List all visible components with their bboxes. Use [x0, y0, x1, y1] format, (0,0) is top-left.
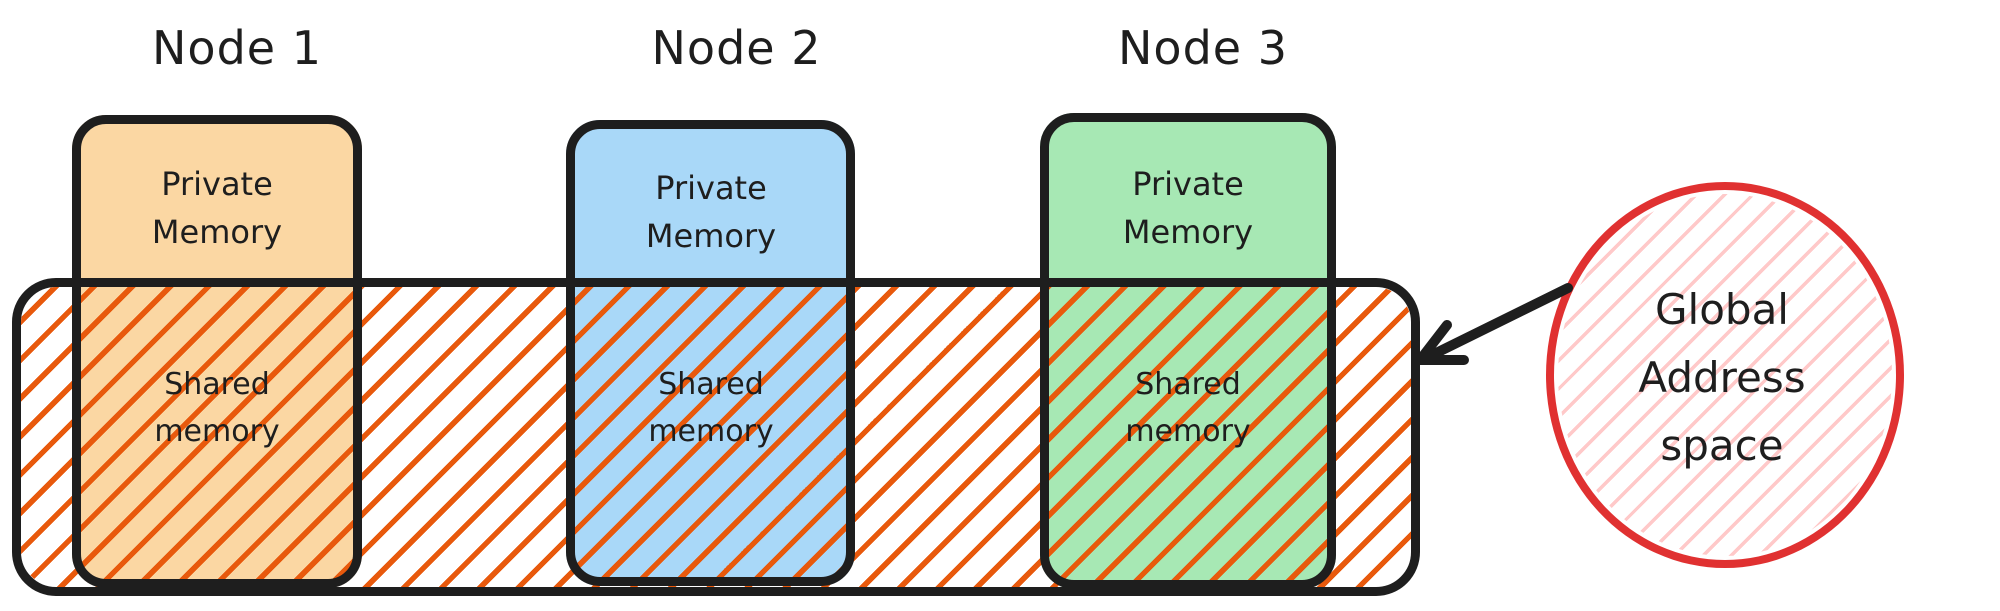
- node-2-title: Node 2: [651, 21, 822, 75]
- node-2-private-memory-label: Private Memory: [645, 169, 777, 255]
- node-1-shared-memory-label: Shared memory: [154, 367, 280, 449]
- global-address-band-hatch: [21, 287, 1411, 587]
- node-2-shared-memory-label: Shared memory: [648, 367, 774, 449]
- global-address-band: [12, 278, 1420, 596]
- node-1-title: Node 1: [152, 21, 322, 75]
- global-address-space-label: Global Address space: [1638, 285, 1806, 470]
- node-2-column-border: [566, 120, 855, 586]
- node-1-column-border: [72, 115, 362, 588]
- global-address-space-circle: [1546, 182, 1904, 568]
- node-3-column-border: [1040, 113, 1336, 589]
- pointer-arrow-icon: [1415, 283, 1573, 365]
- node-3-private-memory-label: Private Memory: [1122, 165, 1254, 251]
- node-3-shared-memory-label: Shared memory: [1125, 367, 1251, 449]
- node-3-title: Node 3: [1118, 21, 1288, 75]
- global-address-space-circle-hatch: [1558, 194, 1892, 556]
- node-1-private-memory-label: Private Memory: [151, 165, 283, 251]
